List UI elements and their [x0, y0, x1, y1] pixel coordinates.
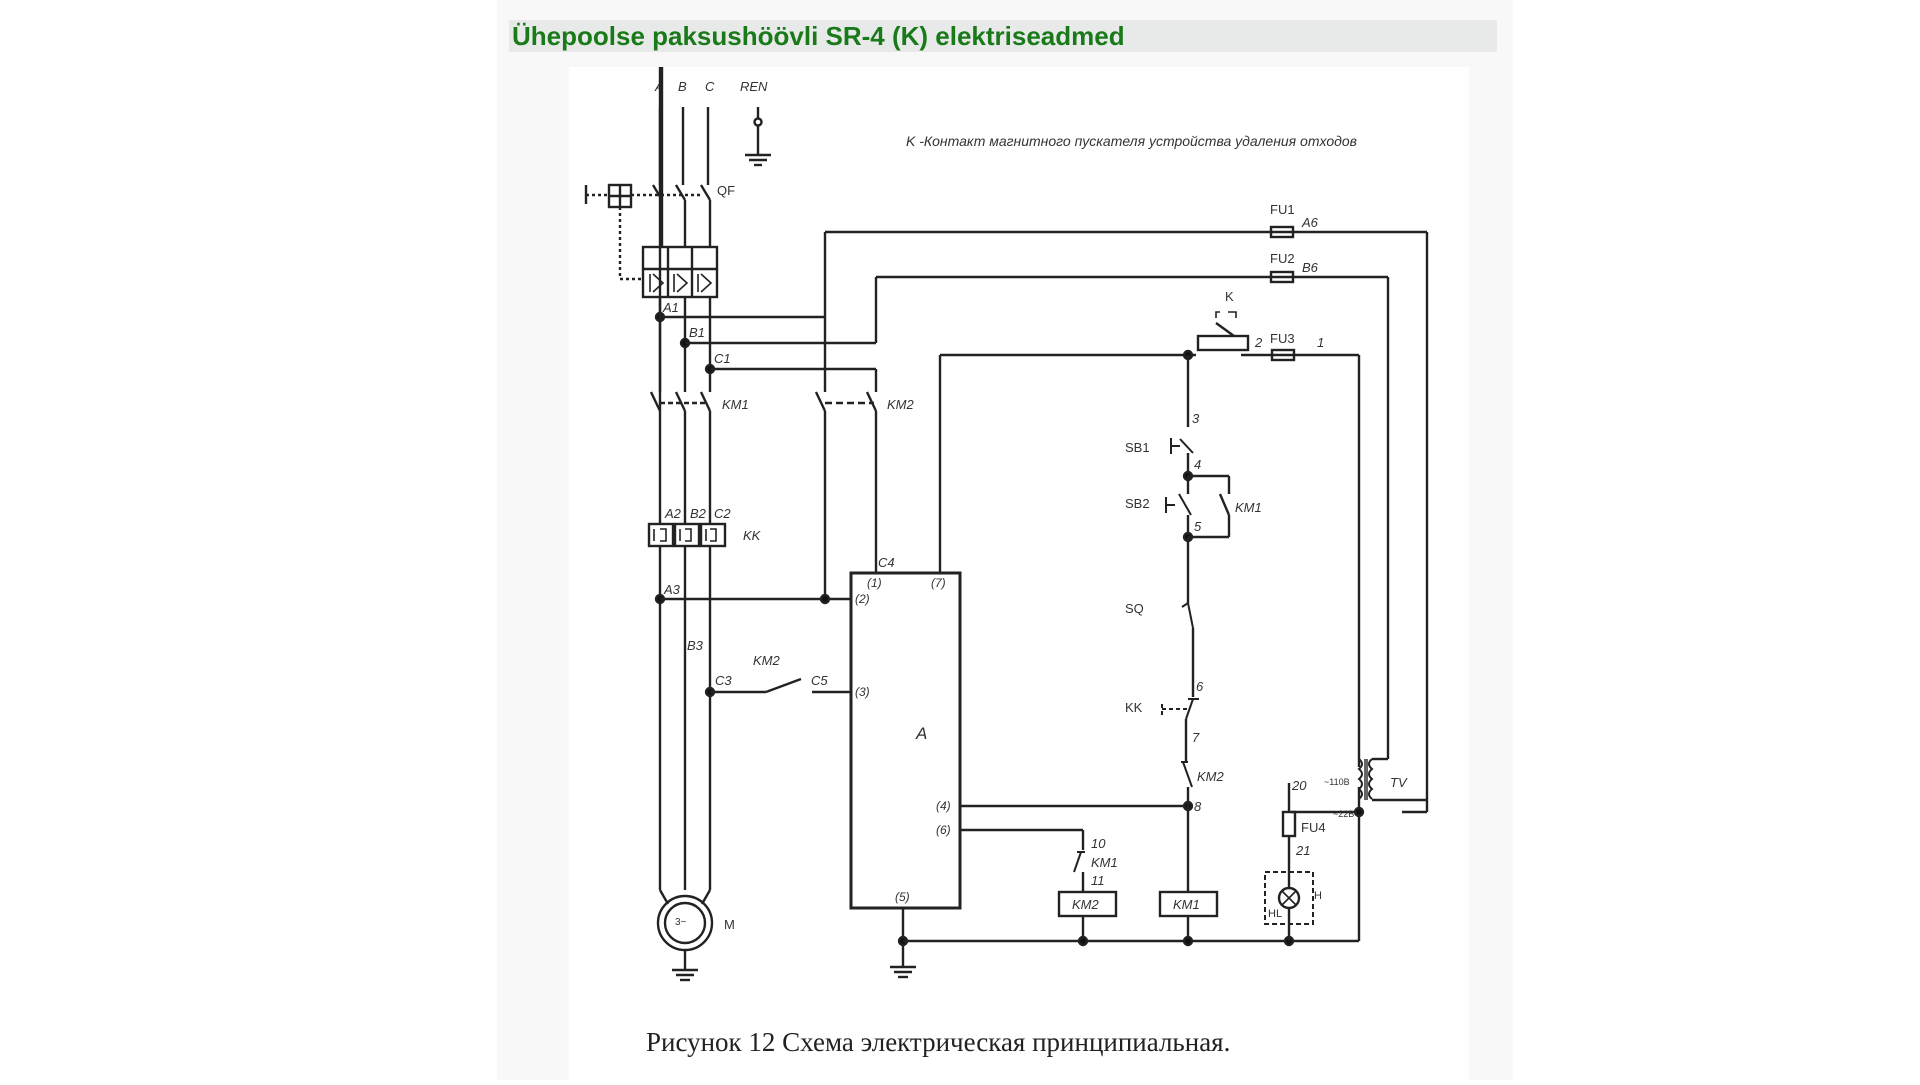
- label-b1: B1: [689, 325, 705, 340]
- phase-lines-lower: [654, 546, 851, 890]
- k-contact-symbol: [1196, 311, 1250, 352]
- label-sb1: SB1: [1125, 440, 1150, 455]
- label-tv: TV: [1390, 775, 1408, 790]
- label-b3: B3: [687, 638, 704, 653]
- label-km2-main: KM2: [887, 397, 915, 412]
- label-km1-hold: KM1: [1235, 500, 1262, 515]
- label-ren: REN: [740, 79, 768, 94]
- label-kk-main: KK: [743, 528, 762, 543]
- label-n4: 4: [1194, 457, 1201, 472]
- label-km2-ctrl: KM2: [1197, 769, 1225, 784]
- ren-ground-symbol: [745, 107, 771, 167]
- label-k: K: [1225, 289, 1234, 304]
- tv-transformer-symbol: [1357, 757, 1427, 802]
- note-k-contact: K -Контакт магнитного пускателя устройст…: [906, 133, 1357, 149]
- title-bar: [509, 20, 1497, 52]
- km2-main-contacts: [814, 391, 878, 598]
- label-pin7: (7): [931, 576, 946, 590]
- label-c5: C5: [811, 673, 828, 688]
- label-fu2: FU2: [1270, 251, 1295, 266]
- label-pin3: (3): [855, 685, 870, 699]
- label-22v: ~22В: [1333, 809, 1354, 819]
- block-ground: [890, 908, 1359, 979]
- label-b6: B6: [1302, 260, 1319, 275]
- label-n21: 21: [1295, 843, 1310, 858]
- hl-lamp-symbol: [1264, 836, 1314, 941]
- label-fu4: FU4: [1301, 820, 1326, 835]
- figure-caption: Рисунок 12 Схема электрическая принципиа…: [646, 1027, 1230, 1057]
- kk-control-contact-symbol: [1161, 698, 1199, 762]
- label-a2: A2: [664, 506, 682, 521]
- label-coil-km2: KM2: [1072, 897, 1100, 912]
- label-n3: 3: [1192, 411, 1200, 426]
- label-qf: QF: [717, 183, 735, 198]
- label-a1: A1: [662, 300, 679, 315]
- label-h: H: [1314, 890, 1322, 902]
- label-n11: 11: [1091, 873, 1105, 888]
- sb1-button-symbol: [1170, 438, 1194, 482]
- label-c1: C1: [714, 351, 731, 366]
- schematic-figure: A B C REN K -Контакт магнитного пускател…: [569, 67, 1469, 1080]
- electrical-schematic: A B C REN K -Контакт магнитного пускател…: [584, 67, 1429, 1057]
- label-sb2: SB2: [1125, 496, 1150, 511]
- coil-km2: [1057, 890, 1118, 918]
- fuse-fu3: [1270, 348, 1296, 362]
- label-b2: B2: [690, 506, 707, 521]
- motor-symbol: [656, 889, 714, 982]
- km2-control-contact-symbol: [1181, 761, 1193, 806]
- label-n7: 7: [1192, 730, 1200, 745]
- label-n8: 8: [1194, 799, 1202, 814]
- label-n10: 10: [1091, 836, 1106, 851]
- fuse-fu2: [1269, 270, 1295, 284]
- label-a6: A6: [1301, 215, 1319, 230]
- label-c2: C2: [714, 506, 731, 521]
- label-motor-symbol: 3~: [675, 917, 687, 928]
- phase-lines-mid: [658, 411, 712, 524]
- km1-aux-contact-symbol: [1073, 851, 1085, 873]
- fuse-fu1: [1269, 225, 1295, 239]
- label-kk-ctrl: KK: [1125, 700, 1143, 715]
- label-sq: SQ: [1125, 601, 1144, 616]
- label-c4: C4: [878, 555, 895, 570]
- label-110v: ~110В: [1324, 777, 1350, 787]
- label-km1-main: KM1: [722, 397, 749, 412]
- label-n20: 20: [1291, 778, 1307, 793]
- sq-limit-switch-symbol: [1181, 537, 1195, 697]
- label-n5: 5: [1194, 519, 1202, 534]
- label-hl: HL: [1268, 908, 1282, 920]
- qf-breaker-symbol: [584, 183, 719, 299]
- label-pin6: (6): [936, 823, 951, 837]
- label-pin5: (5): [895, 890, 910, 904]
- page-title: Ühepoolse paksushöövli SR-4 (K) elektris…: [512, 21, 1125, 51]
- label-fu1: FU1: [1270, 202, 1295, 217]
- kk-thermal-relay-symbol: [647, 522, 727, 548]
- label-km2-c3: KM2: [753, 653, 781, 668]
- label-c3: C3: [715, 673, 732, 688]
- label-n6: 6: [1196, 679, 1204, 694]
- km1-main-contacts: [649, 67, 712, 412]
- label-n1: 1: [1317, 335, 1324, 350]
- label-n2: 2: [1254, 335, 1263, 350]
- label-fu3: FU3: [1270, 331, 1295, 346]
- label-pin1: (1): [867, 576, 882, 590]
- phase-trunks: [654, 230, 1269, 392]
- fuse-fu4: [1281, 810, 1297, 838]
- label-block-a: A: [915, 724, 927, 743]
- label-a3: A3: [663, 582, 681, 597]
- label-phase-b: B: [678, 79, 687, 94]
- label-pin2: (2): [855, 592, 870, 606]
- control-wiring: [938, 230, 1429, 947]
- label-pin4: (4): [936, 799, 951, 813]
- label-motor: M: [724, 917, 735, 932]
- block-a: [849, 571, 962, 910]
- label-coil-km1: KM1: [1173, 897, 1200, 912]
- label-phase-c: C: [705, 79, 715, 94]
- label-km1-aux: KM1: [1091, 855, 1118, 870]
- coil-km1: [1158, 890, 1219, 918]
